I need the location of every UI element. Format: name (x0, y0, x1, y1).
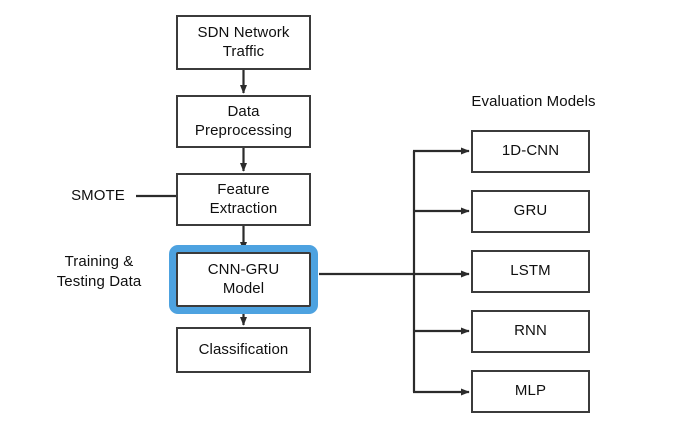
node-cnn-gru-model-highlight: CNN-GRU Model (169, 245, 318, 314)
node-data-preprocessing[interactable]: Data Preprocessing (176, 95, 311, 148)
node-label: Data Preprocessing (194, 102, 293, 139)
label-training-testing-data: Training & Testing Data (56, 253, 142, 290)
evaluation-models-header: Evaluation Models (471, 93, 596, 110)
node-model-lstm[interactable]: LSTM (471, 250, 590, 293)
node-label: LSTM (510, 262, 551, 280)
node-model-gru[interactable]: GRU (471, 190, 590, 233)
node-label: SDN Network Traffic (197, 23, 290, 60)
node-label: GRU (513, 202, 548, 220)
node-model-rnn[interactable]: RNN (471, 310, 590, 353)
node-label: CNN-GRU Model (207, 260, 280, 297)
node-label: RNN (514, 322, 547, 340)
node-model-mlp[interactable]: MLP (471, 370, 590, 413)
node-cnn-gru-model[interactable]: CNN-GRU Model (176, 252, 311, 307)
node-label: Classification (198, 340, 289, 358)
node-feature-extraction[interactable]: Feature Extraction (176, 173, 311, 226)
label-smote: SMOTE (71, 187, 125, 204)
node-label: 1D-CNN (501, 142, 560, 160)
node-model-1d-cnn[interactable]: 1D-CNN (471, 130, 590, 173)
node-label: Feature Extraction (209, 180, 278, 217)
node-classification[interactable]: Classification (176, 327, 311, 373)
node-label: MLP (514, 382, 547, 400)
node-sdn-network-traffic[interactable]: SDN Network Traffic (176, 15, 311, 70)
